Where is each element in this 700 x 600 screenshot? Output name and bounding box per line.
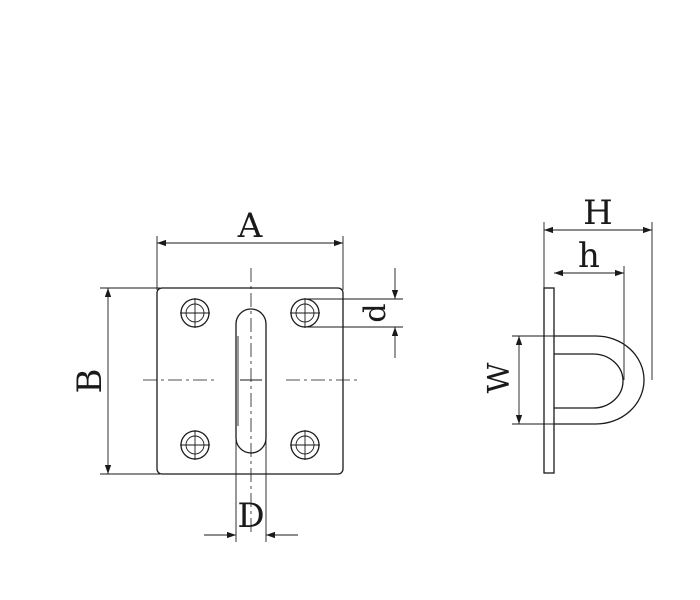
dimension-W: W — [482, 335, 554, 425]
dimension-label-A: A — [237, 206, 263, 246]
dimension-label-W: W — [482, 362, 517, 393]
u-loop-outer — [554, 335, 645, 425]
mounting-hole-top-left — [180, 298, 210, 328]
mounting-hole-top-right — [290, 298, 320, 328]
mounting-hole-bottom-left — [180, 430, 210, 460]
dimension-label-D: D — [237, 496, 264, 536]
dimension-label-H: H — [583, 193, 613, 233]
side-plate — [543, 287, 555, 474]
dimension-label-d: d — [358, 303, 393, 322]
dimension-B: B — [70, 287, 160, 475]
dimension-D: D — [204, 438, 298, 542]
mounting-hole-bottom-right — [290, 430, 320, 460]
dimension-label-B: B — [70, 369, 110, 394]
u-loop-inner — [554, 353, 624, 409]
base-plate — [156, 287, 344, 475]
side-view: H h W — [482, 193, 653, 474]
dimension-d: d — [305, 268, 403, 358]
dimension-h: h — [554, 236, 625, 380]
dimension-label-h: h — [578, 236, 600, 276]
front-view: A B d D — [70, 206, 403, 542]
dimension-A: A — [156, 206, 344, 290]
dimension-H: H — [543, 193, 653, 380]
